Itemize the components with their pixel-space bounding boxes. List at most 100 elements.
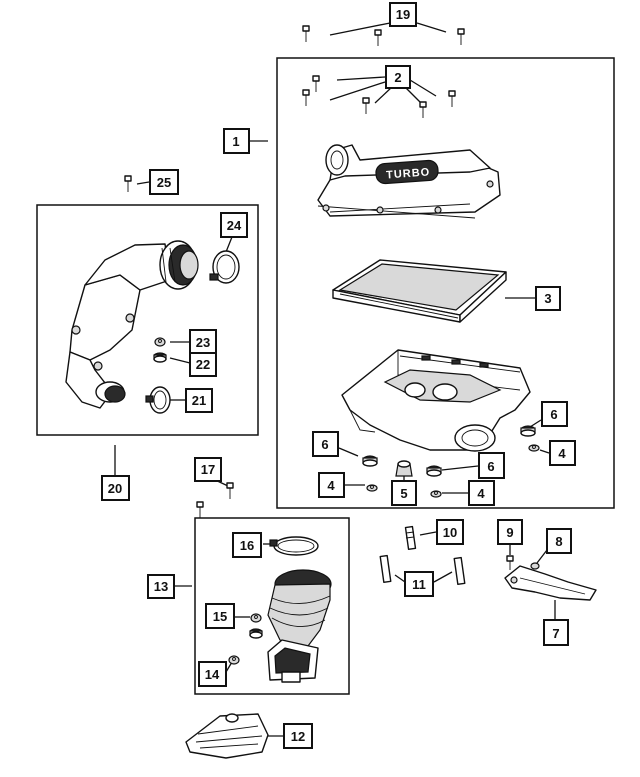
logo-text: TURBO (386, 166, 431, 181)
frame-air-inlet-duct (36, 204, 259, 436)
frame-air-cleaner-assembly (276, 57, 615, 509)
grommet-5 (395, 460, 413, 477)
isolator-15 (249, 628, 263, 639)
nut (366, 484, 378, 492)
callout-1: 1 (223, 128, 250, 154)
callout-6-middle: 6 (478, 452, 505, 479)
callout-label-19: 19 (396, 7, 410, 22)
nut-14 (228, 655, 240, 665)
callout-15: 15 (205, 603, 235, 629)
leader-lines (114, 22, 556, 737)
callout-12: 12 (283, 723, 313, 749)
bolt (362, 97, 370, 114)
callout-label-4-middle: 4 (477, 486, 485, 501)
callout-label-6-left: 6 (321, 437, 328, 452)
callout-label-6-right: 6 (550, 407, 557, 422)
isolator (426, 465, 442, 477)
callouts: 19 2 1 25 24 3 23 22 21 6 6 4 6 17 20 4 … (101, 2, 576, 749)
callout-11: 11 (404, 571, 434, 597)
nut-15 (250, 613, 262, 623)
isolators (362, 425, 540, 498)
callout-3: 3 (535, 286, 561, 311)
nut (528, 444, 540, 452)
callout-4-middle: 4 (468, 480, 495, 506)
callout-19: 19 (389, 2, 417, 27)
callout-label-21: 21 (192, 393, 206, 408)
clamp-21 (145, 386, 171, 414)
bolt (302, 25, 310, 42)
callout-label-6-middle: 6 (487, 459, 494, 474)
callout-label-24: 24 (227, 218, 242, 233)
callout-23: 23 (189, 329, 217, 355)
callout-22: 22 (189, 352, 217, 377)
callout-label-11: 11 (412, 577, 426, 592)
bolt (196, 501, 204, 518)
air-duct (267, 536, 332, 683)
callout-9: 9 (497, 519, 523, 545)
heat-shield-12 (185, 713, 269, 759)
callout-20: 20 (101, 475, 130, 501)
stud-11b (453, 556, 466, 585)
callout-10: 10 (436, 519, 464, 545)
callout-label-9: 9 (506, 525, 513, 540)
bolt (448, 90, 456, 107)
callout-14: 14 (198, 661, 227, 687)
callout-label-17: 17 (201, 462, 215, 477)
callout-24: 24 (220, 212, 248, 238)
bolt (302, 89, 310, 106)
callout-label-4-left: 4 (327, 478, 335, 493)
isolator (520, 425, 536, 437)
clamp-24 (209, 250, 240, 284)
callout-21: 21 (185, 388, 213, 413)
callout-17: 17 (194, 457, 222, 482)
callout-6-right: 6 (541, 401, 568, 427)
callout-label-25: 25 (157, 175, 171, 190)
callout-6-left: 6 (312, 431, 339, 457)
nut-23 (154, 337, 166, 347)
callout-8: 8 (546, 528, 572, 554)
bolt-group-2 (302, 75, 456, 118)
callout-label-4-right: 4 (558, 446, 566, 461)
bolt-group-19 (302, 25, 465, 46)
callout-4-left: 4 (318, 472, 345, 498)
air-cleaner-cover: TURBO (317, 144, 501, 219)
callout-label-23: 23 (196, 335, 210, 350)
stud-11a (379, 554, 392, 583)
callout-label-2: 2 (394, 70, 401, 85)
callout-16: 16 (232, 532, 262, 558)
bolt (457, 28, 465, 45)
callout-25: 25 (149, 169, 179, 195)
callout-label-3: 3 (544, 291, 551, 306)
callout-label-15: 15 (213, 609, 227, 624)
callout-label-8: 8 (555, 534, 562, 549)
callout-label-12: 12 (291, 729, 305, 744)
callout-4-right: 4 (549, 440, 576, 466)
callout-label-14: 14 (205, 667, 220, 682)
callout-label-20: 20 (108, 481, 122, 496)
stud-10 (404, 525, 417, 551)
nut (430, 490, 442, 498)
bolt-9 (506, 555, 514, 570)
callout-label-10: 10 (443, 525, 457, 540)
callout-label-5: 5 (400, 486, 407, 501)
bolt (419, 101, 427, 118)
callout-label-7: 7 (552, 626, 559, 641)
bolt-25 (124, 175, 132, 192)
callout-2: 2 (385, 65, 411, 89)
frame-air-duct (194, 517, 350, 695)
isolator-22 (153, 352, 167, 363)
air-inlet-duct (65, 240, 199, 409)
isolator (362, 455, 378, 467)
nut-8 (530, 562, 540, 570)
callout-5: 5 (391, 480, 417, 506)
bolt (374, 29, 382, 46)
bolt-group-17 (196, 482, 234, 518)
bolt (312, 75, 320, 92)
callout-label-22: 22 (196, 357, 210, 372)
callout-13: 13 (147, 574, 175, 599)
bolt (226, 482, 234, 499)
bracket-7 (504, 565, 597, 601)
air-filter (332, 259, 507, 323)
air-cleaner-housing (341, 349, 531, 452)
